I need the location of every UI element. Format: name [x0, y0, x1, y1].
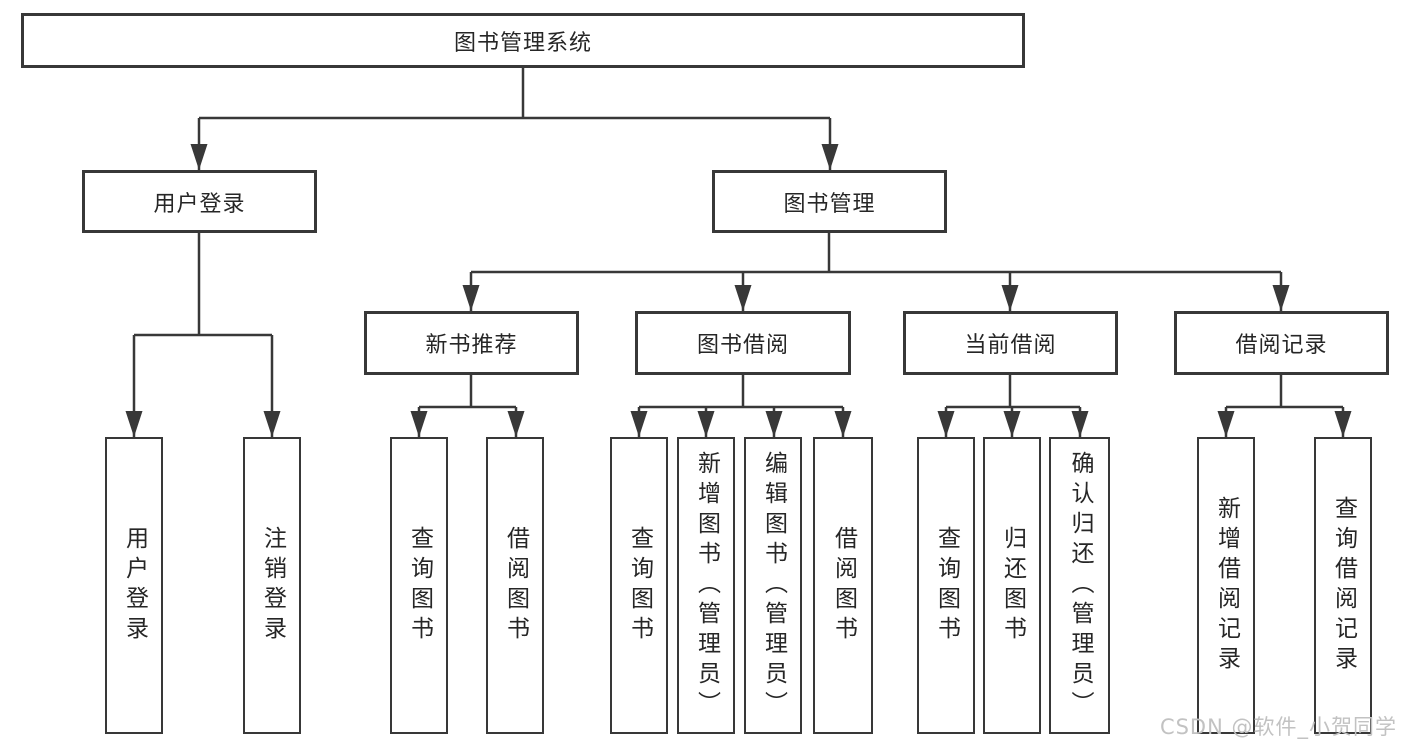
node-leaf-add-borrow-record-label: 新增借阅记录 [1213, 495, 1240, 676]
node-leaf-borrow-books-2: 借阅图书 [813, 437, 873, 734]
node-leaf-add-borrow-record: 新增借阅记录 [1197, 437, 1255, 734]
node-leaf-query-books-1: 查询图书 [390, 437, 448, 734]
node-leaf-query-books-3-label: 查询图书 [933, 525, 960, 646]
node-leaf-borrow-books-1: 借阅图书 [486, 437, 544, 734]
node-leaf-borrow-books-2-label: 借阅图书 [830, 525, 857, 646]
node-user-login: 用户登录 [82, 170, 317, 233]
node-leaf-add-books-admin-label: 新增图书（管理员） [693, 450, 720, 721]
node-root-system: 图书管理系统 [21, 13, 1025, 68]
node-new-book-recommend: 新书推荐 [364, 311, 579, 375]
node-leaf-query-borrow-record: 查询借阅记录 [1314, 437, 1372, 734]
node-current-borrowing-label: 当前借阅 [964, 333, 1057, 358]
node-leaf-query-books-3: 查询图书 [917, 437, 975, 734]
node-borrowing-records: 借阅记录 [1174, 311, 1389, 375]
node-book-borrowing: 图书借阅 [635, 311, 851, 375]
node-leaf-query-books-1-label: 查询图书 [406, 525, 433, 646]
node-book-management: 图书管理 [712, 170, 947, 233]
csdn-watermark: CSDN @软件_小贺同学 [1159, 715, 1397, 739]
node-leaf-user-login: 用户登录 [105, 437, 163, 734]
node-leaf-confirm-return-admin-label: 确认归还（管理员） [1067, 450, 1093, 721]
node-leaf-query-books-2-label: 查询图书 [626, 525, 653, 646]
node-leaf-logout-label: 注销登录 [259, 525, 286, 646]
node-book-management-label: 图书管理 [783, 191, 876, 217]
node-leaf-query-borrow-record-label: 查询借阅记录 [1330, 495, 1357, 676]
node-user-login-label: 用户登录 [153, 191, 246, 217]
node-leaf-user-login-label: 用户登录 [121, 525, 148, 646]
node-root-label: 图书管理系统 [453, 30, 592, 56]
node-leaf-borrow-books-1-label: 借阅图书 [502, 525, 529, 646]
node-leaf-add-books-admin: 新增图书（管理员） [677, 437, 735, 734]
node-current-borrowing: 当前借阅 [903, 311, 1118, 375]
node-leaf-edit-books-admin: 编辑图书（管理员） [744, 437, 802, 734]
node-leaf-return-books: 归还图书 [983, 437, 1041, 734]
node-book-borrowing-label: 图书借阅 [696, 333, 789, 358]
node-leaf-edit-books-admin-label: 编辑图书（管理员） [760, 450, 787, 721]
node-leaf-logout: 注销登录 [243, 437, 301, 734]
node-leaf-query-books-2: 查询图书 [610, 437, 668, 734]
node-new-book-recommend-label: 新书推荐 [425, 333, 518, 358]
node-borrowing-records-label: 借阅记录 [1235, 333, 1328, 358]
node-leaf-return-books-label: 归还图书 [999, 525, 1026, 646]
node-leaf-confirm-return-admin: 确认归还（管理员） [1049, 437, 1110, 734]
